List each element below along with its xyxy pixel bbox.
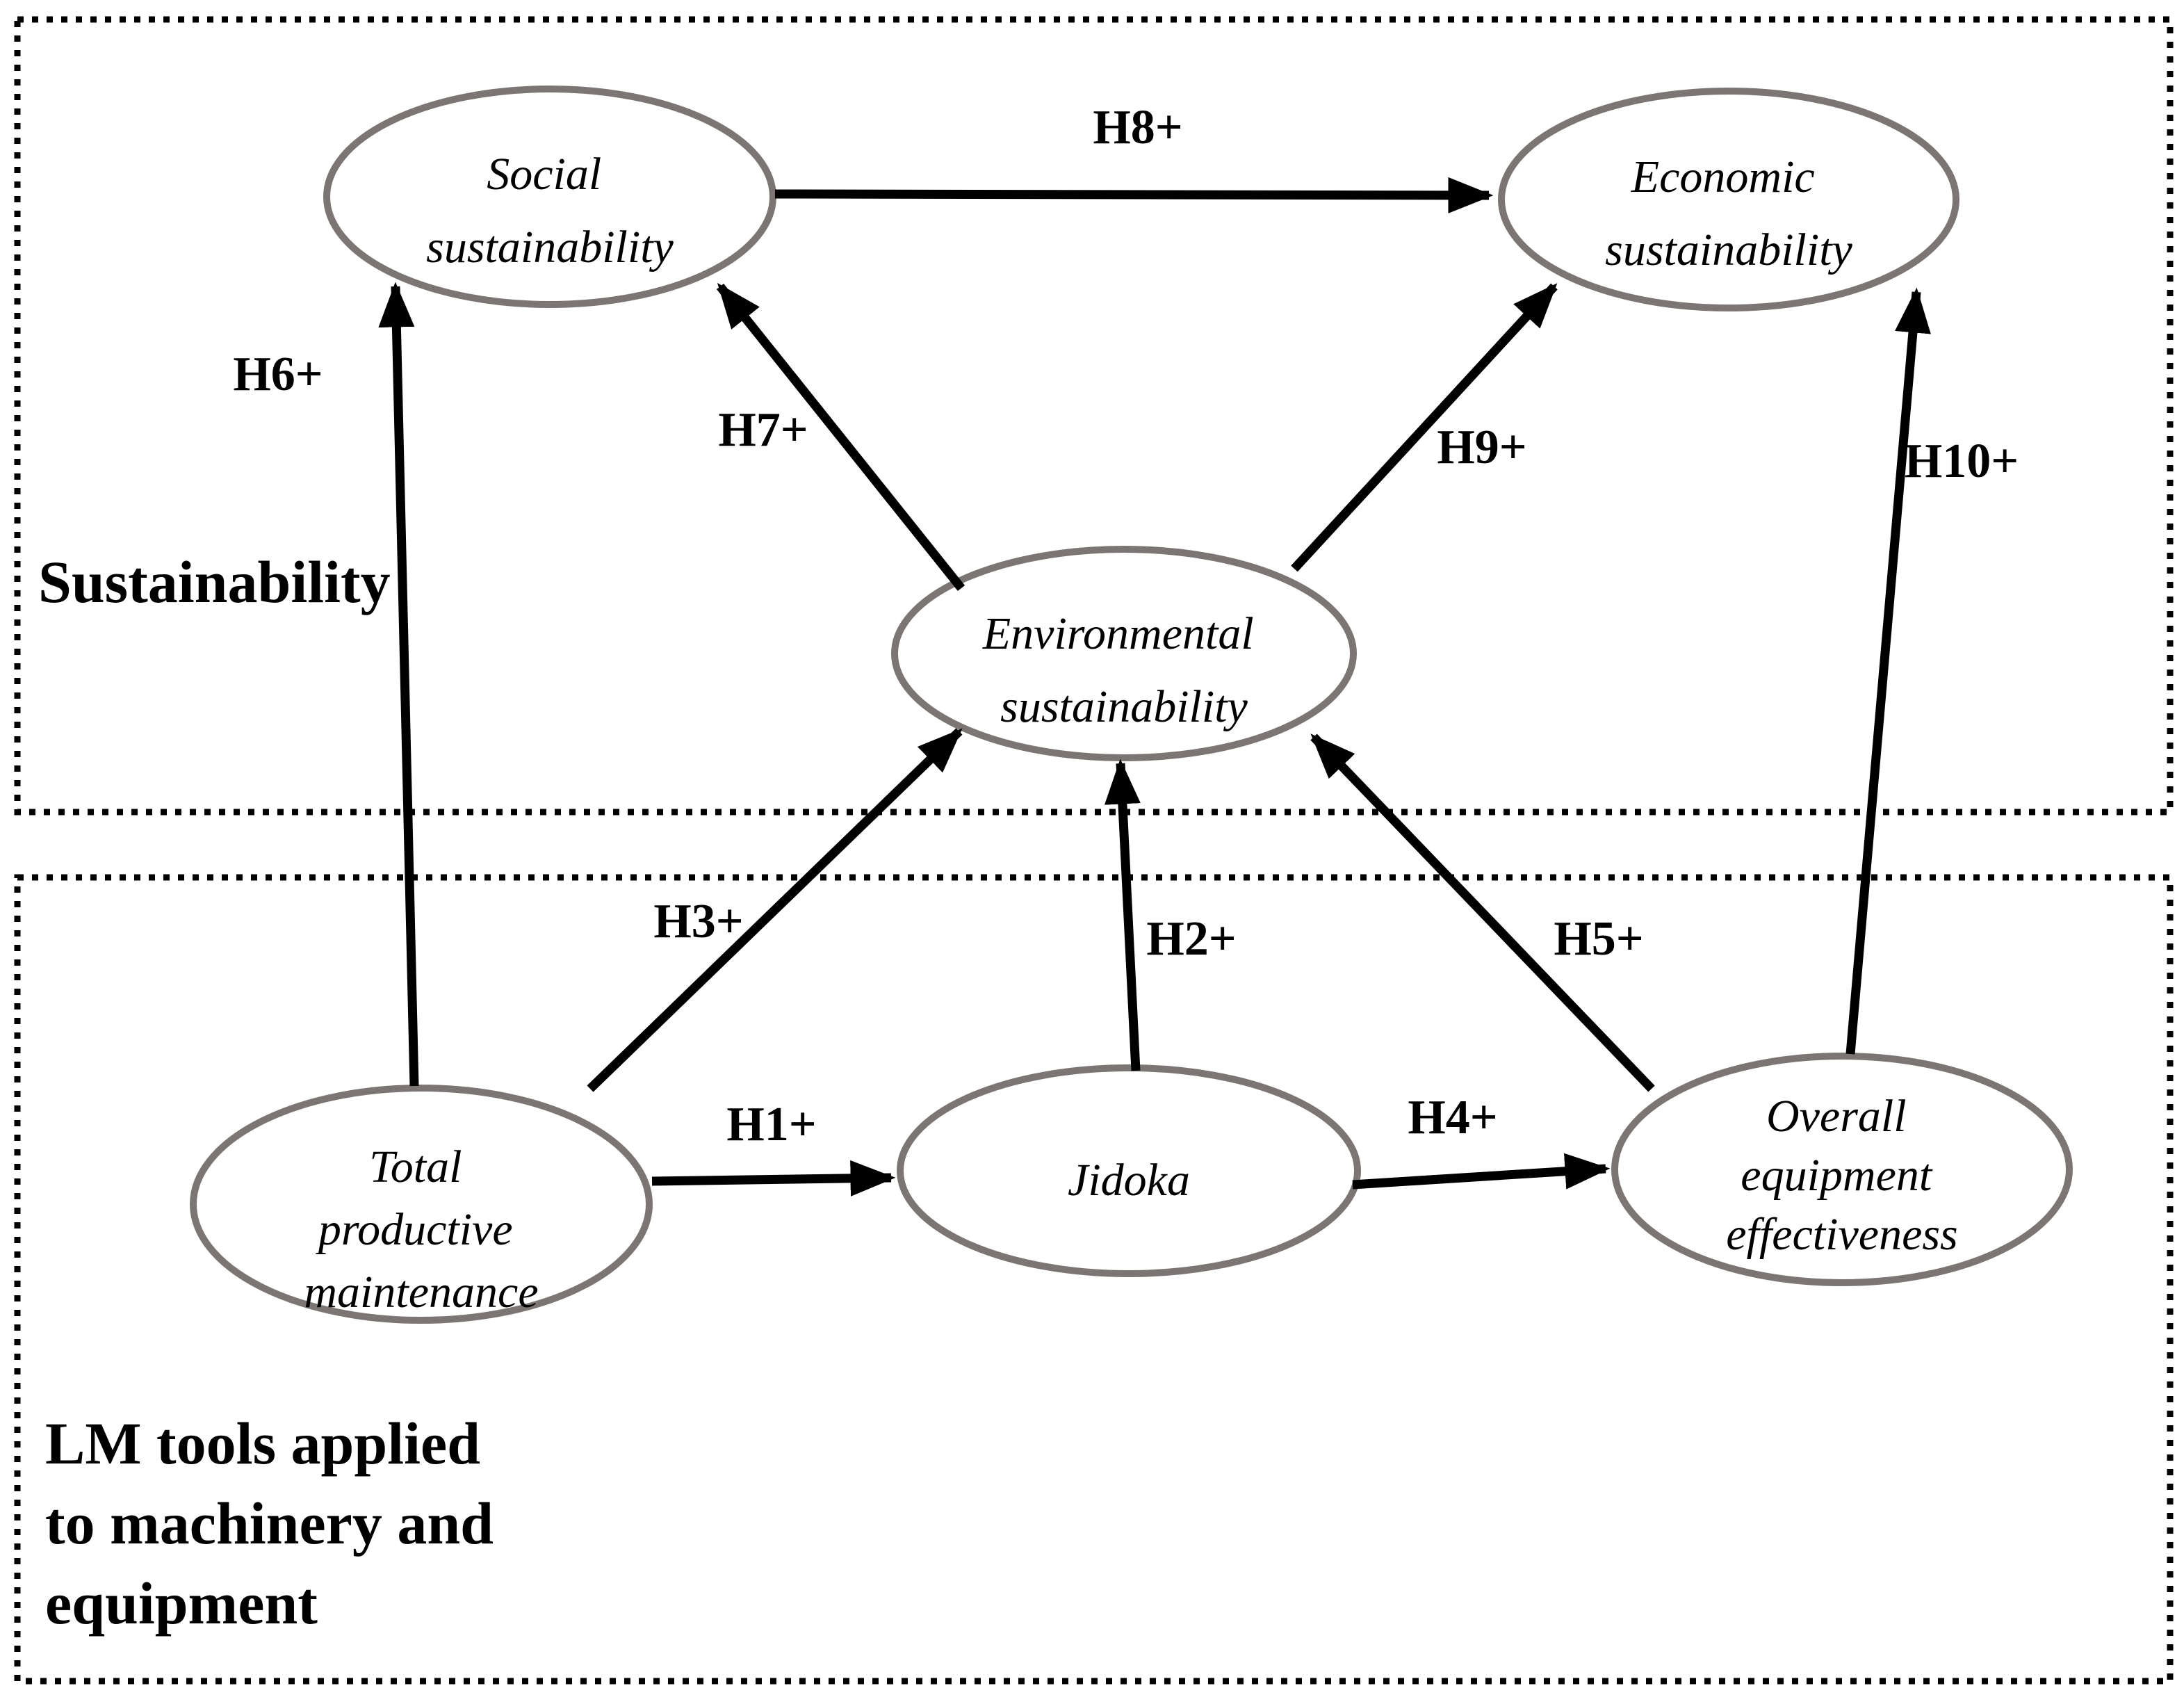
economic-sustainability-label: Economic sustainability: [1605, 152, 1852, 275]
lm-tools-label-line3: equipment: [45, 1570, 318, 1637]
social-sustainability-ellipse: [323, 86, 776, 308]
economic-label-line1: Economic: [1631, 152, 1815, 202]
tpm-label-line2: productive: [316, 1204, 513, 1255]
oee-label-line3: effectiveness: [1726, 1209, 1957, 1260]
economic-label-line2: sustainability: [1605, 225, 1852, 275]
h8-arrow: [774, 177, 1494, 213]
h3-arrow: [587, 728, 963, 1092]
total-productive-maintenance-ellipse: [190, 1085, 653, 1324]
h2-label: H2+: [1146, 912, 1236, 966]
lm-tools-group-label: LM tools applied to machinery and equipm…: [45, 1410, 509, 1637]
sustainability-group-box: [14, 16, 2174, 816]
oee-label-line1: Overall: [1766, 1091, 1907, 1142]
sustainability-group-label: Sustainability: [38, 549, 391, 615]
h10-arrow: [1845, 287, 1931, 1055]
social-label-line2: sustainability: [426, 222, 674, 273]
lm-tools-label-line2: to machinery and: [45, 1490, 494, 1557]
tpm-label-line3: maintenance: [304, 1267, 538, 1317]
h3-label: H3+: [653, 895, 743, 948]
oee-label-line2: equipment: [1741, 1150, 1933, 1201]
tpm-label-line1: Total: [369, 1142, 462, 1192]
total-productive-maintenance-label: Total productive maintenance: [304, 1142, 538, 1317]
h10-label: H10+: [1905, 435, 2019, 488]
h1-arrow: [651, 1160, 896, 1197]
overall-equipment-effectiveness-label: Overall equipment effectiveness: [1726, 1091, 1957, 1260]
h9-arrow: [1291, 283, 1558, 572]
social-label-line1: Social: [487, 149, 601, 200]
lm-tools-group-box: [14, 874, 2174, 1685]
h4-arrow: [1352, 1153, 1611, 1190]
h5-arrow: [1310, 733, 1655, 1092]
environmental-sustainability-label: Environmental sustainability: [982, 608, 1265, 732]
h1-label: H1+: [726, 1098, 816, 1151]
social-sustainability-label: Social sustainability: [426, 149, 674, 273]
environmental-label-line2: sustainability: [1000, 681, 1248, 732]
h7-label: H7+: [718, 403, 808, 457]
jidoka-label: Jidoka: [1068, 1155, 1190, 1206]
environmental-label-line1: Environmental: [982, 608, 1254, 659]
lm-tools-label-line1: LM tools applied: [45, 1410, 480, 1477]
h8-label: H8+: [1093, 101, 1182, 154]
h9-label: H9+: [1437, 421, 1526, 474]
jidoka-ellipse: [897, 1064, 1361, 1277]
environmental-sustainability-ellipse: [891, 546, 1357, 761]
h2-arrow: [1104, 759, 1141, 1071]
h6-arrow: [378, 282, 419, 1087]
h6-label: H6+: [233, 348, 323, 401]
economic-sustainability-ellipse: [1498, 88, 1959, 311]
h7-arrow: [716, 282, 965, 592]
h5-label: H5+: [1554, 912, 1643, 966]
h4-label: H4+: [1408, 1091, 1497, 1144]
overall-equipment-effectiveness-ellipse: [1611, 1053, 2073, 1286]
